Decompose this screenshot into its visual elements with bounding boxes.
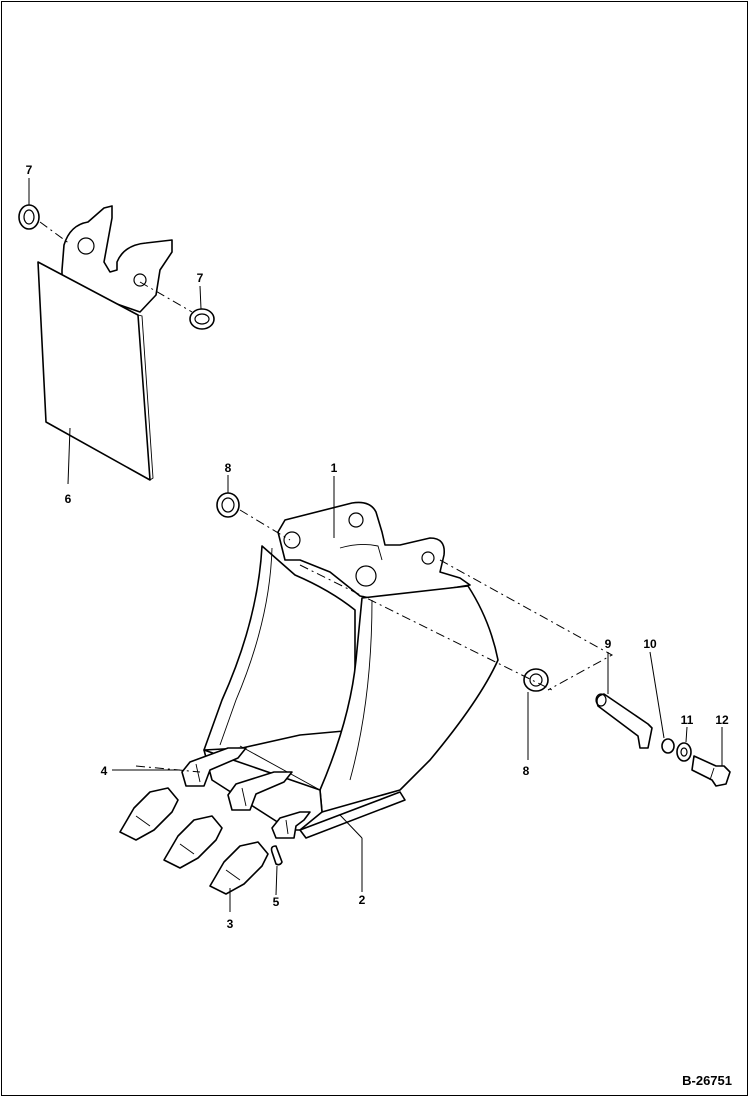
callout-5: 5 xyxy=(273,895,280,909)
callout-11: 11 xyxy=(681,713,694,727)
callout-12: 12 xyxy=(715,713,729,727)
callout-8-right: 8 xyxy=(523,764,530,778)
tooth-adapter-part-4-b xyxy=(227,771,293,811)
bushing-part-7-left xyxy=(18,204,40,230)
callout-9: 9 xyxy=(605,637,612,651)
tooth-adapter-part-4-c xyxy=(271,811,311,839)
leader-lines xyxy=(28,178,723,912)
callout-10: 10 xyxy=(643,637,657,651)
callout-8-left: 8 xyxy=(225,461,232,475)
bushing-part-8-left xyxy=(216,492,240,518)
washer-part-11 xyxy=(676,742,692,762)
callout-3: 3 xyxy=(227,917,234,931)
tooth-part-3-a xyxy=(119,787,179,841)
alignment-line-upper-pin xyxy=(439,559,614,691)
bushing-part-8-right xyxy=(523,668,549,692)
alignment-line-7-left xyxy=(39,221,71,245)
bushing-part-7-right xyxy=(189,308,215,330)
callout-6: 6 xyxy=(65,492,72,506)
tooth-part-3-b xyxy=(163,815,223,869)
alignment-line-4 xyxy=(135,765,201,773)
drawing-id: B-26751 xyxy=(682,1073,732,1088)
callout-1: 1 xyxy=(331,461,338,475)
pin-part-9 xyxy=(595,693,653,749)
tooth-part-3-c xyxy=(209,841,269,895)
spacer-part-10 xyxy=(661,738,675,754)
tooth-adapter-part-4-a xyxy=(181,747,247,787)
bolt-part-12 xyxy=(691,755,731,787)
callout-7-left: 7 xyxy=(26,163,33,177)
callout-4: 4 xyxy=(101,764,108,778)
callout-7-right: 7 xyxy=(197,271,204,285)
retainer-part-5 xyxy=(270,845,283,866)
callout-2: 2 xyxy=(359,893,366,907)
side-plate-part-6 xyxy=(37,205,173,481)
alignment-line-lower-pin xyxy=(299,564,553,691)
